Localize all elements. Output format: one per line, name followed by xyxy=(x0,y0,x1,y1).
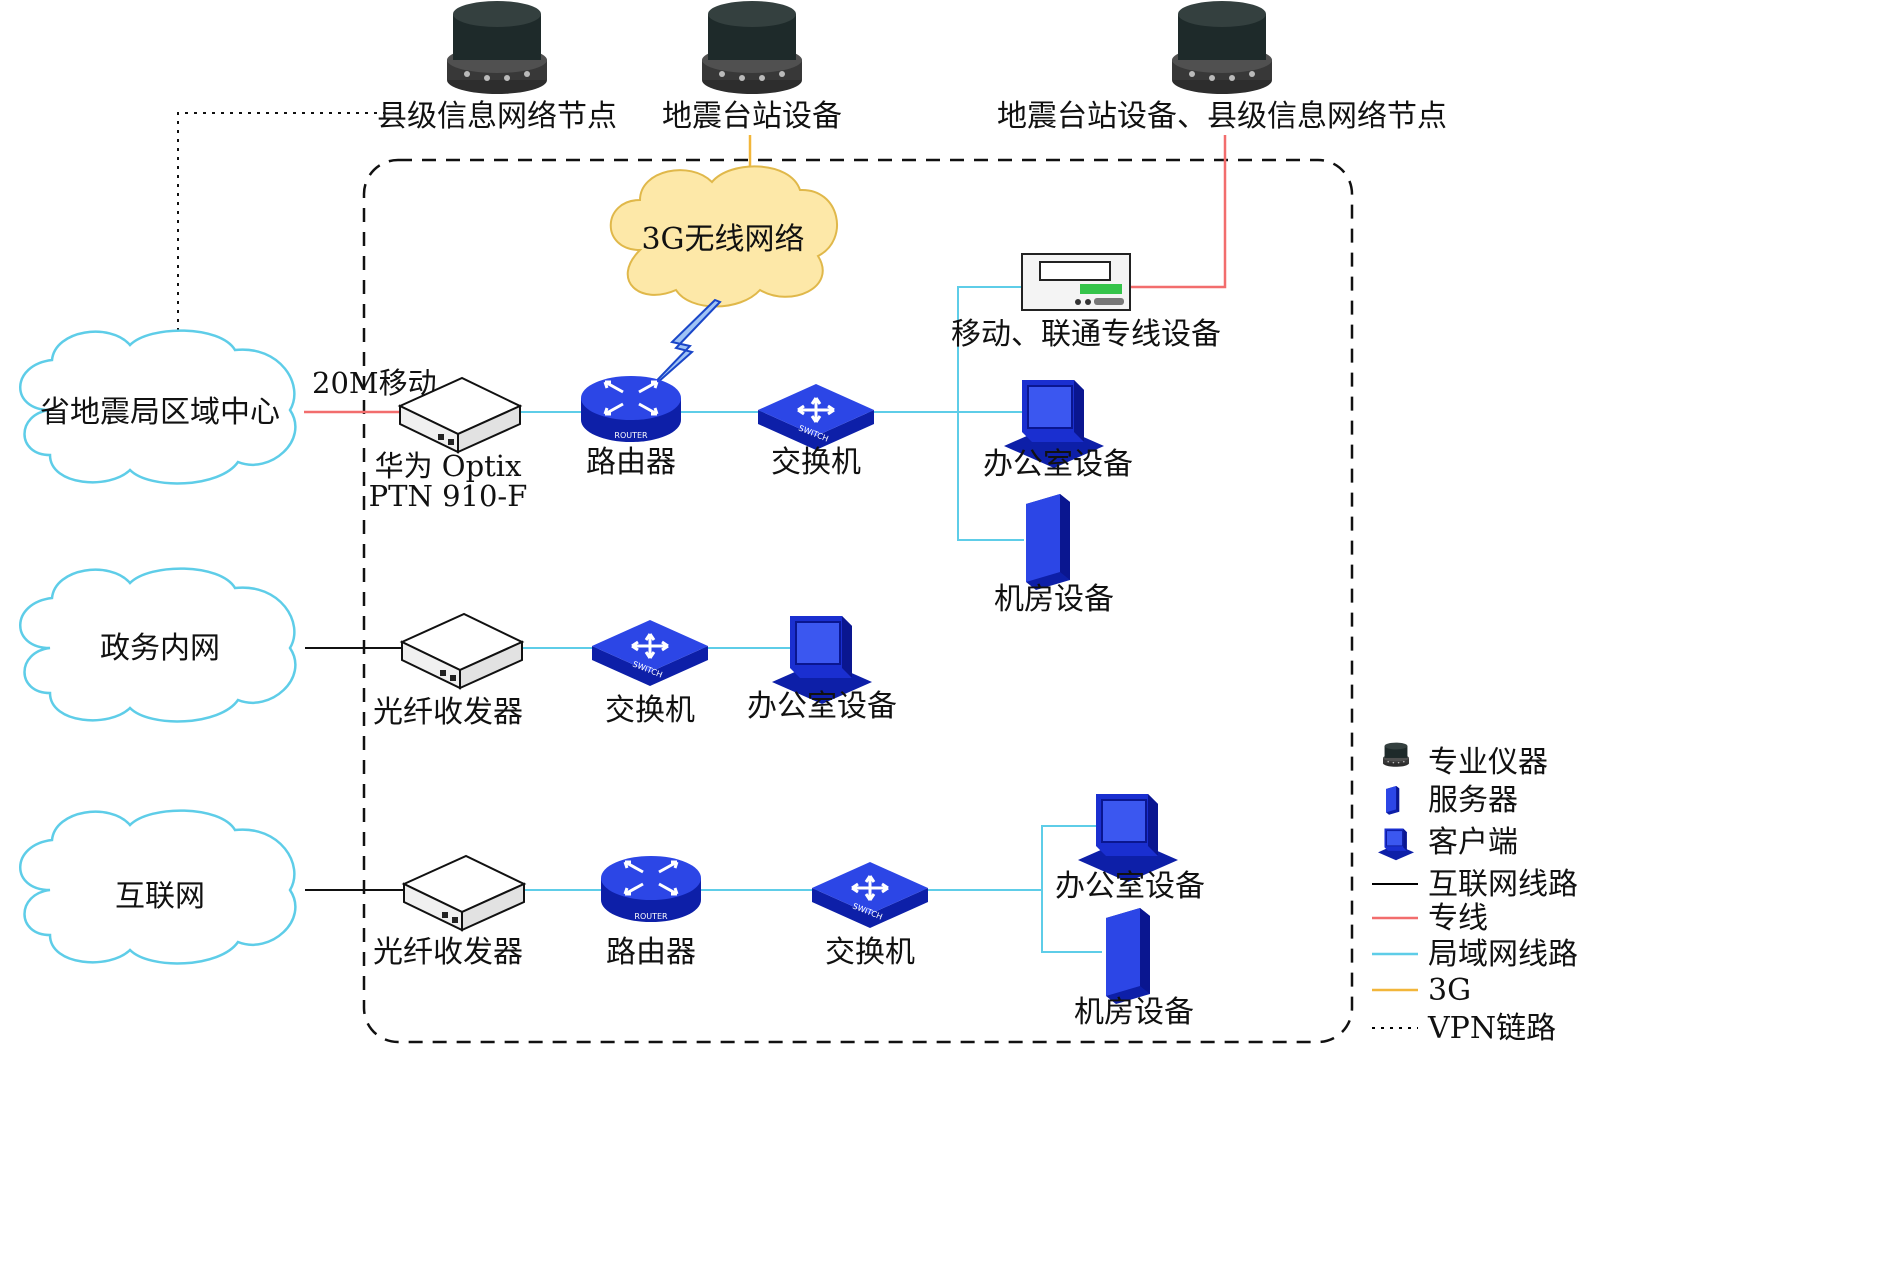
lan-line xyxy=(957,286,1024,541)
legend-label: 客户端 xyxy=(1428,825,1518,860)
wireless-bolt-icon xyxy=(639,298,722,399)
legend-label: 服务器 xyxy=(1428,783,1518,818)
vpn-link xyxy=(177,112,392,340)
server-icon xyxy=(1106,908,1150,1004)
lan-line xyxy=(918,825,1096,891)
seismic-station-label: 地震台站设备 xyxy=(662,99,842,134)
switch-label: 交换机 xyxy=(825,935,915,970)
seismic-instrument-icon xyxy=(702,1,802,94)
legend-label: 专业仪器 xyxy=(1428,745,1548,780)
seismic-instrument-icon xyxy=(447,1,547,94)
legend-client-icon xyxy=(1377,828,1415,861)
station-and-node-label: 地震台站设备、县级信息网络节点 xyxy=(997,99,1447,134)
legend-label: 局域网线路 xyxy=(1428,937,1578,972)
server-room-label: 机房设备 xyxy=(994,582,1114,617)
dedicated-device-label: 移动、联通专线设备 xyxy=(951,317,1221,352)
link-20m-label: 20M移动 xyxy=(312,366,437,400)
internet-cloud-label: 互联网 xyxy=(115,879,205,914)
fiber-transceiver-icon xyxy=(401,613,523,689)
provincial-center-label: 省地震局区域中心 xyxy=(40,395,280,430)
router-badge: ROUTER xyxy=(634,912,668,921)
legend-label: 专线 xyxy=(1428,901,1488,936)
office-equipment-label: 办公室设备 xyxy=(983,447,1133,482)
dedicated-line-device-icon xyxy=(1021,253,1131,311)
legend-server-icon xyxy=(1386,786,1400,815)
lan-line xyxy=(1041,890,1102,953)
internet-cloud xyxy=(19,809,297,965)
legend-label: VPN链路 xyxy=(1427,1011,1556,1046)
fiber-transceiver-label: 光纤收发器 xyxy=(373,935,523,970)
server-icon xyxy=(1026,494,1070,590)
fiber-transceiver-icon xyxy=(403,855,525,931)
dedicated-line-top xyxy=(1130,135,1227,289)
switch-label: 交换机 xyxy=(605,693,695,728)
government-intranet-cloud xyxy=(19,567,297,723)
router-label: 路由器 xyxy=(586,445,676,480)
legend: 专业仪器 服务器 客户端 互联网线路 专线 局域网线路 3G VPN链路 xyxy=(1372,742,1578,1046)
county-node-label: 县级信息网络节点 xyxy=(377,99,617,134)
wireless-cloud-label: 3G无线网络 xyxy=(641,222,804,257)
legend-instrument-icon xyxy=(1383,742,1409,767)
seismic-instrument-icon xyxy=(1172,1,1272,94)
switch-icon xyxy=(590,618,710,688)
switch-label: 交换机 xyxy=(771,445,861,480)
router-badge: ROUTER xyxy=(614,431,648,440)
provincial-center-cloud xyxy=(19,329,297,485)
fiber-transceiver-label: 光纤收发器 xyxy=(373,695,523,730)
server-room-label: 机房设备 xyxy=(1074,995,1194,1030)
huawei-transceiver-label-1: 华为 Optix xyxy=(375,449,522,483)
legend-label: 3G xyxy=(1428,973,1471,1008)
lan-boundary xyxy=(362,158,1354,1044)
government-intranet-label: 政务内网 xyxy=(100,631,220,666)
office-equipment-label: 办公室设备 xyxy=(747,689,897,724)
switch-icon xyxy=(756,382,876,452)
switch-icon xyxy=(810,860,930,930)
huawei-transceiver-label-2: PTN 910-F xyxy=(369,479,528,513)
legend-label: 互联网线路 xyxy=(1428,867,1578,902)
router-label: 路由器 xyxy=(606,935,696,970)
wireless-3g-cloud xyxy=(609,165,838,308)
office-equipment-label: 办公室设备 xyxy=(1055,869,1205,904)
